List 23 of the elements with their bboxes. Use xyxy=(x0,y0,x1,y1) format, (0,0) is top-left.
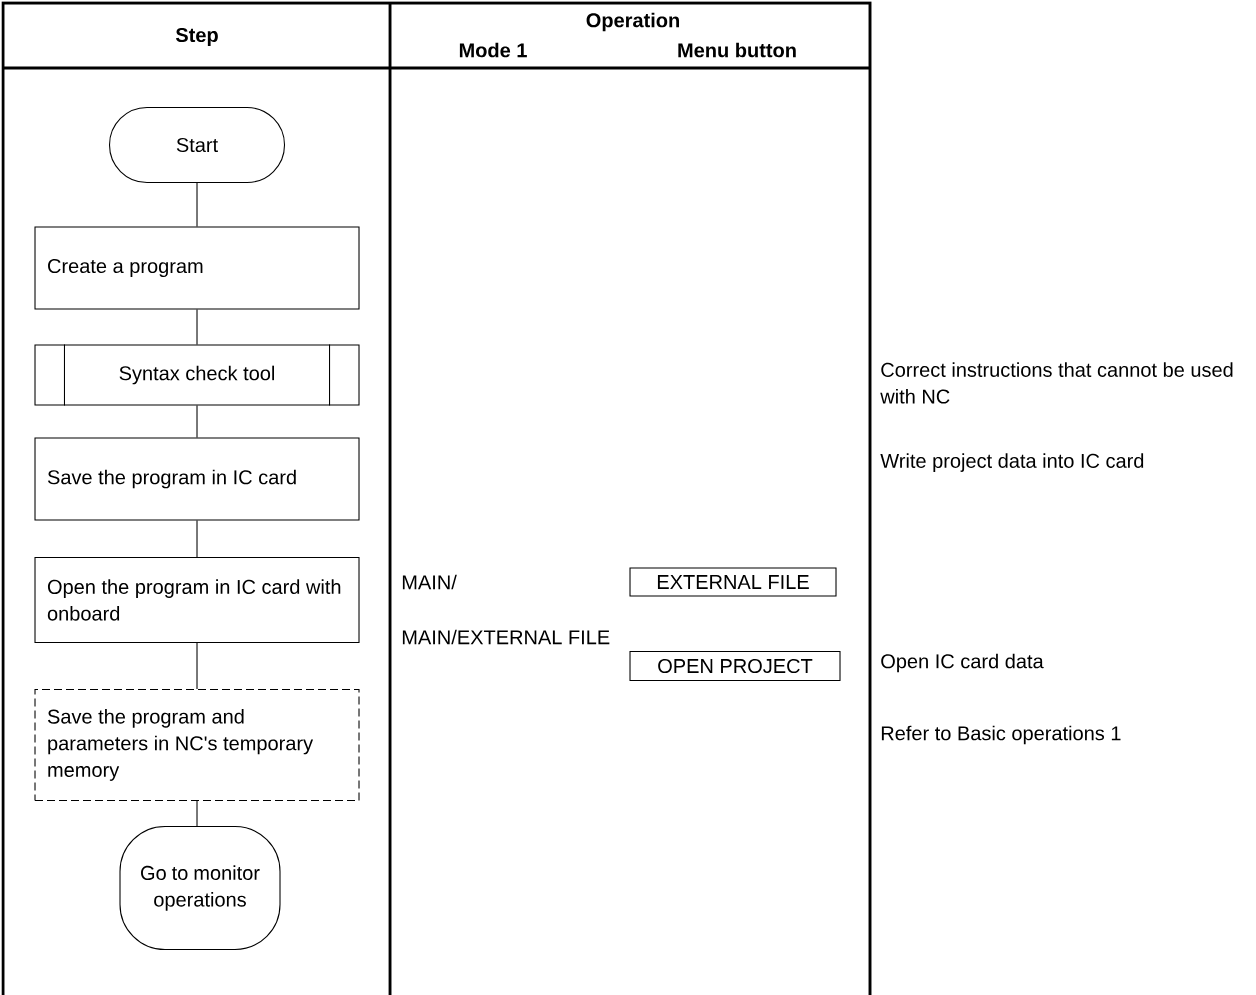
connector-line xyxy=(196,800,198,827)
connector-line xyxy=(196,520,198,558)
process-box: Save the program in IC card xyxy=(34,437,360,521)
note-text: Open IC card data xyxy=(881,653,1044,673)
connector-line xyxy=(196,405,198,438)
note-text: Refer to Basic operations 1 xyxy=(881,725,1121,745)
connector-line xyxy=(196,182,198,227)
connector-line xyxy=(196,309,198,345)
process-box: Save the program and parameters in NC's temporary memory xyxy=(34,688,360,802)
note-text: Correct instructions that cannot be used with NC xyxy=(880,362,1233,404)
column-header: Step xyxy=(175,27,218,47)
predefined-process-box: Syntax check tool xyxy=(34,343,360,407)
column-header: Operation xyxy=(586,12,679,32)
connector-line xyxy=(196,642,198,690)
process-box: Open the program in IC card with onboard xyxy=(34,556,360,644)
mode-text: MAIN/ xyxy=(402,574,457,590)
note-text: Write project data into IC card xyxy=(880,453,1144,472)
column-header: Menu button xyxy=(678,42,796,58)
column-header: Mode 1 xyxy=(459,42,527,58)
mode-text: MAIN/EXTERNAL FILE xyxy=(402,629,610,645)
menu-button: EXTERNAL FILE xyxy=(629,567,837,597)
process-box: Create a program xyxy=(34,226,360,310)
menu-button: OPEN PROJECT xyxy=(629,650,841,682)
